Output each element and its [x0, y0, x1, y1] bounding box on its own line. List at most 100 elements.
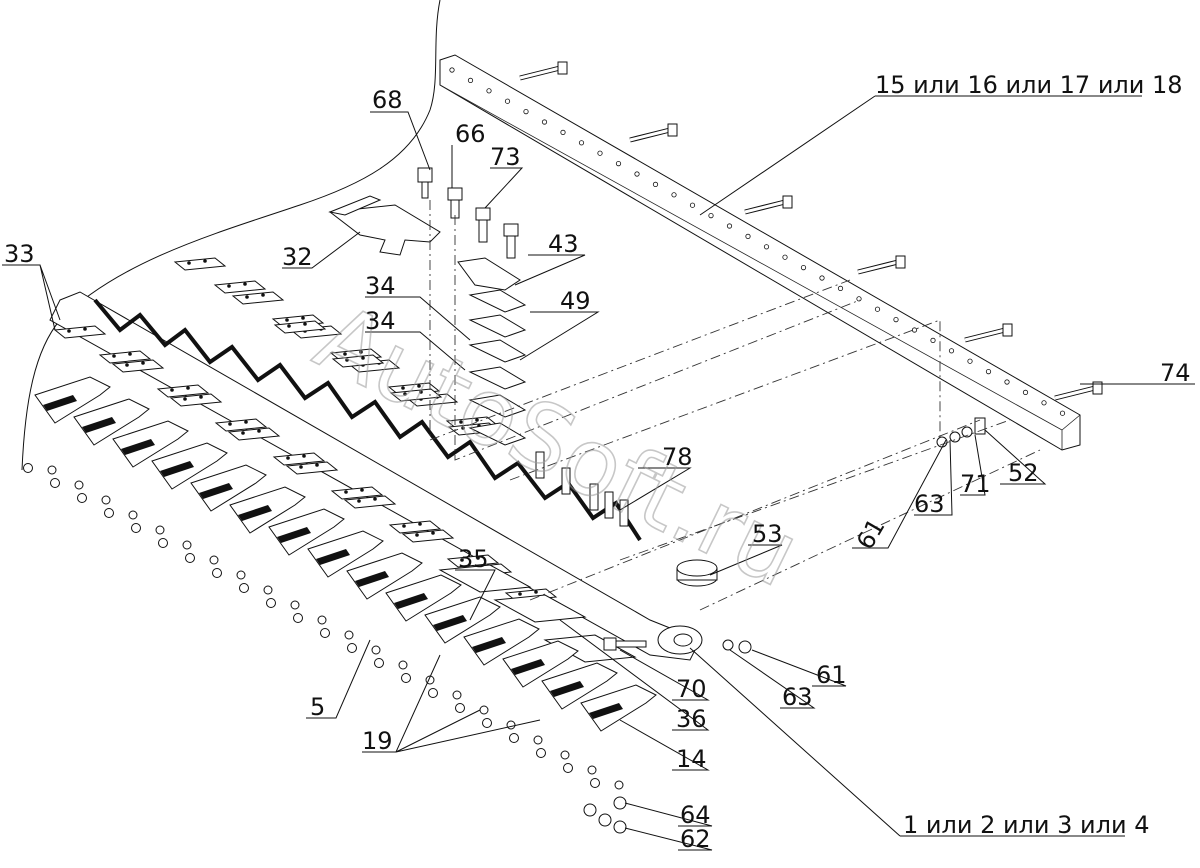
guard-nut	[506, 720, 516, 730]
guard-nut	[131, 523, 141, 533]
guard-tip-shade	[394, 593, 428, 609]
rail-hole	[967, 358, 973, 364]
plate-hole	[518, 592, 522, 596]
plate-hole	[461, 426, 465, 430]
plate-hole	[83, 327, 87, 331]
guard-nut	[614, 780, 624, 790]
rail-hole	[745, 233, 751, 239]
construction-lines	[429, 200, 1041, 611]
callout-52: 52	[1008, 459, 1039, 487]
plate-hole	[403, 392, 407, 396]
rail-hole	[985, 368, 992, 375]
spacer-plate	[53, 325, 107, 339]
plate-hole	[475, 418, 479, 422]
callout-5: 5	[310, 693, 325, 721]
rail-hole	[930, 337, 936, 343]
guard-nut	[371, 645, 381, 655]
spacer-plate	[389, 388, 443, 402]
bolt-73	[475, 207, 519, 259]
plate-hole	[286, 456, 290, 460]
callout-49: 49	[560, 287, 591, 315]
rail-hole	[597, 150, 603, 156]
guard-nut	[479, 705, 489, 715]
plate-hole	[187, 261, 191, 265]
callout-15-18: 15 или 16 или 17 или 18	[875, 71, 1183, 99]
rail-bolt-head	[782, 195, 793, 209]
rail-bolt-inner	[1054, 386, 1096, 400]
rail-hole	[449, 67, 455, 73]
plate-hole	[183, 397, 187, 401]
rail-hole	[523, 109, 529, 115]
spacer-plate	[331, 354, 385, 368]
plate-hole	[460, 558, 464, 562]
callout-1-4: 1 или 2 или 3 или 4	[903, 811, 1149, 839]
plate-hole	[344, 490, 348, 494]
callout-73: 73	[490, 143, 521, 171]
plate-hole	[186, 386, 190, 390]
spacer-plate	[343, 495, 397, 509]
rail-bolt-inner	[519, 66, 561, 80]
guard-tip-shade	[433, 615, 467, 631]
guard-nut	[266, 598, 276, 608]
rail-hole	[837, 285, 844, 291]
plate-hole	[299, 465, 303, 469]
spacer-plate	[285, 461, 339, 475]
plate-hole	[459, 420, 463, 424]
rail-bolt-head	[667, 123, 678, 137]
callout-34b: 34	[365, 307, 396, 335]
plate-hole	[199, 395, 203, 399]
section-break-line	[21, 0, 441, 471]
spacer-plate	[214, 418, 268, 432]
rail-holes	[449, 67, 1066, 416]
guard-nut	[344, 630, 354, 640]
plate-hole	[301, 316, 305, 320]
callout-53: 53	[752, 520, 783, 548]
rail-bolt-inner	[857, 260, 899, 274]
guard-nut	[509, 733, 519, 743]
plate-hole	[315, 463, 319, 467]
rail-bolt-inner	[744, 200, 786, 214]
plate-hole	[418, 522, 422, 526]
guard-nut	[23, 463, 33, 473]
bolt-66	[447, 187, 463, 219]
guard-nut	[104, 508, 114, 518]
guard-tip-shade	[589, 703, 623, 719]
leader-lines	[2, 95, 1195, 851]
guard-tip-shade	[238, 505, 272, 521]
plate-hole	[303, 322, 307, 326]
callout-78: 78	[662, 443, 693, 471]
plate-hole	[261, 293, 265, 297]
spacer-plate	[213, 280, 267, 294]
rail-hole	[486, 88, 492, 94]
spacer-plate	[401, 529, 455, 543]
guard-tip-shade	[316, 549, 350, 565]
spacer-plate	[169, 393, 223, 407]
callout-68: 68	[372, 86, 403, 114]
guard-nut	[563, 763, 573, 773]
rail-bolt-head	[1092, 381, 1103, 395]
callout-71: 71	[960, 470, 991, 498]
bolt-68	[417, 167, 433, 199]
guard-nut	[347, 643, 357, 653]
knife-zigzag	[93, 298, 642, 542]
callout-66: 66	[455, 120, 486, 148]
knife-back-bar	[49, 291, 703, 661]
rail-hole	[874, 306, 881, 312]
rail-bolt-head	[557, 61, 568, 75]
rail-hole	[1004, 379, 1010, 385]
callout-62: 62	[680, 825, 711, 853]
rivets-78	[535, 451, 629, 527]
plate-hole	[228, 422, 232, 426]
plate-hole	[534, 590, 538, 594]
plate-hole	[285, 318, 289, 322]
callout-63b: 63	[782, 683, 813, 711]
rail-bolts	[519, 61, 1103, 401]
plate-hole	[128, 352, 132, 356]
spacer-plate	[330, 486, 384, 500]
plate-hole	[415, 533, 419, 537]
plate-hole	[287, 324, 291, 328]
guard-nut	[185, 553, 195, 563]
guard-nut	[74, 480, 84, 490]
spacer-plate	[173, 257, 227, 271]
plate-hole	[241, 431, 245, 435]
